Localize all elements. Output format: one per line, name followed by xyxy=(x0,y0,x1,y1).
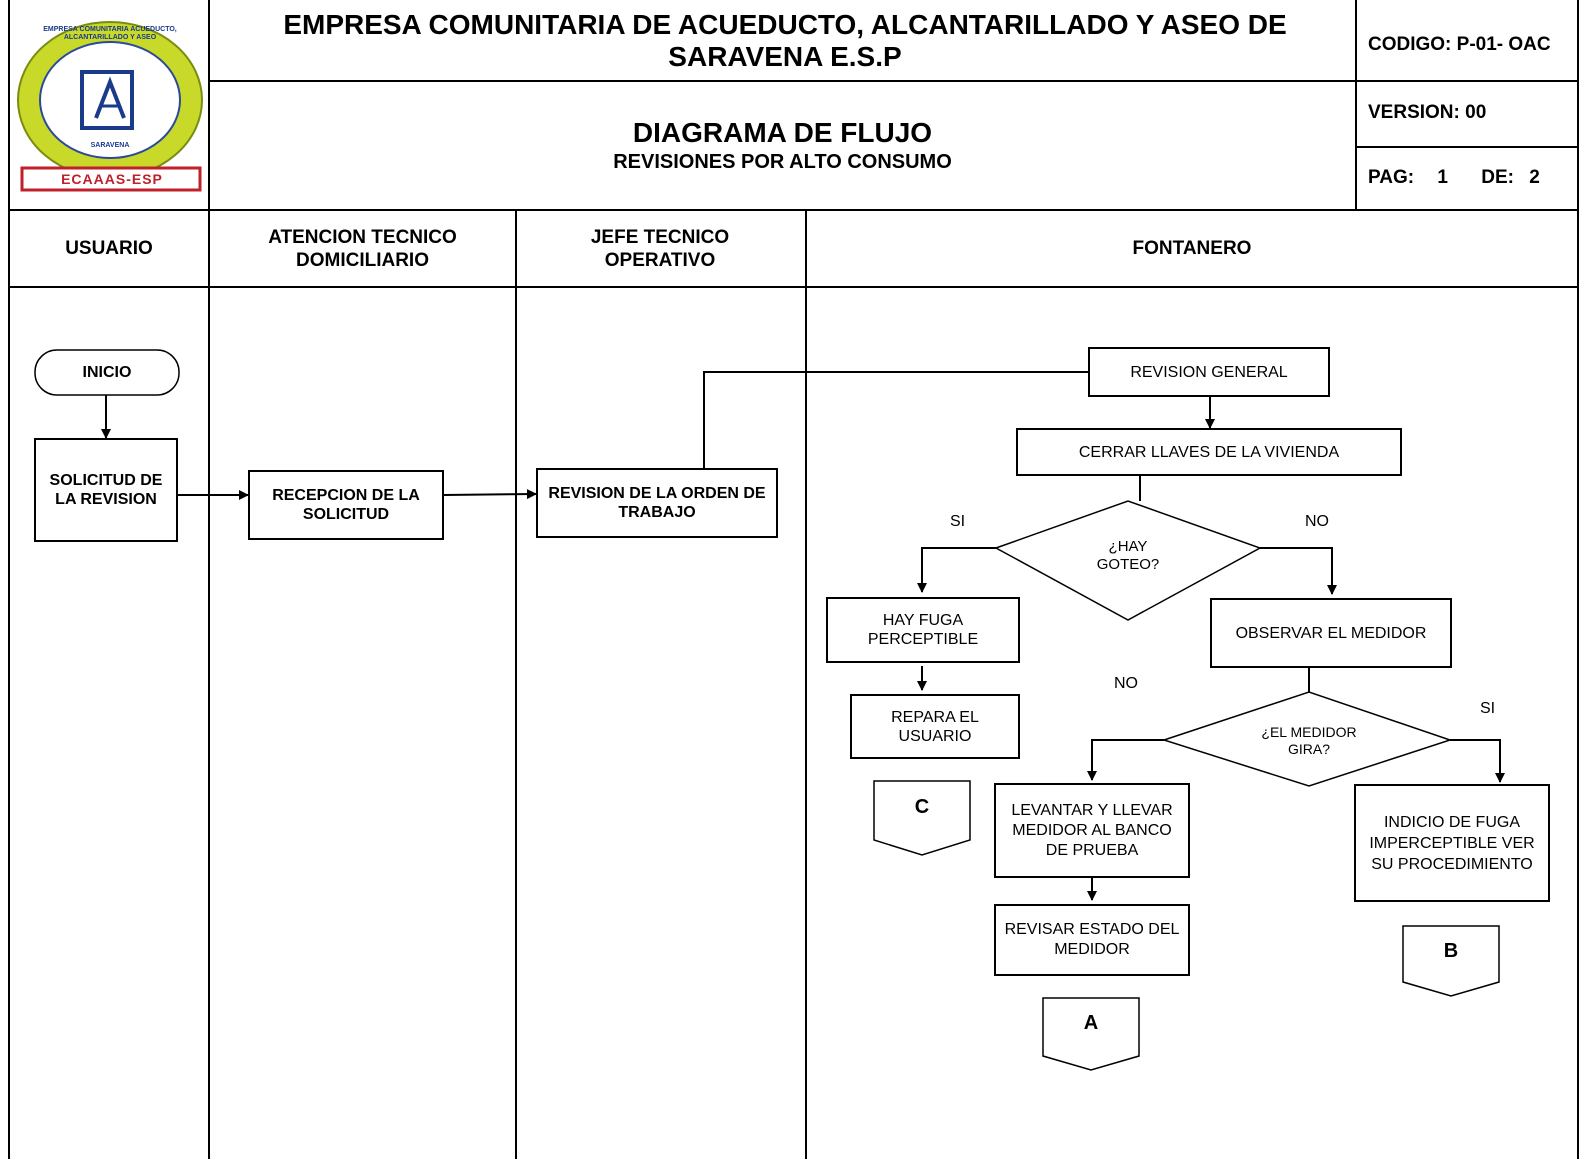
document-title-block: DIAGRAMA DE FLUJO REVISIONES POR ALTO CO… xyxy=(209,110,1356,180)
company-name: EMPRESA COMUNITARIA DE ACUEDUCTO, ALCANT… xyxy=(283,9,1287,72)
lane-header-jefe: JEFE TECNICO OPERATIVO xyxy=(590,226,730,271)
edge-gira-si xyxy=(1450,739,1505,783)
decision-medidor-gira-shape xyxy=(1161,691,1453,787)
decision-medidor-gira: ¿EL MEDIDOR GIRA? xyxy=(1261,724,1357,757)
logo-city: SARAVENA xyxy=(90,142,130,149)
edge-label-gira-no: NO xyxy=(1114,675,1138,692)
terminator-inicio-shape xyxy=(34,349,180,396)
node-levantar-medidor: LEVANTAR Y LLEVAR MEDIDOR AL BANCO DE PR… xyxy=(994,783,1190,878)
edge-label-gira-si: SI xyxy=(1480,700,1496,717)
off-page-connector-b-shape xyxy=(1402,925,1500,997)
version-label: VERSION: 00 xyxy=(1368,102,1487,123)
document-subtitle: REVISIONES POR ALTO CONSUMO xyxy=(613,151,952,173)
table-frame xyxy=(8,0,1579,1159)
edge-label-goteo-no: NO xyxy=(1305,513,1329,530)
node-hay-fuga-perceptible: HAY FUGA PERCEPTIBLE xyxy=(826,597,1020,663)
edge-recepcion-orden xyxy=(443,489,537,500)
logo-brand: ECAAAS-ESP xyxy=(61,171,163,187)
node-inicio: INICIO xyxy=(82,363,132,381)
node-observar-medidor: OBSERVAR EL MEDIDOR xyxy=(1210,598,1452,668)
connector-a-label: A xyxy=(1083,1012,1099,1034)
page-indicator: PAG: 1 DE: 2 xyxy=(1368,167,1568,189)
edge-gira-no xyxy=(1087,739,1164,781)
node-indicio-fuga: INDICIO DE FUGA IMPERCEPTIBLE VER SU PRO… xyxy=(1354,784,1550,902)
lane-header-usuario: USUARIO xyxy=(65,237,153,259)
pag-number: 1 xyxy=(1437,167,1448,188)
company-logo xyxy=(17,21,203,192)
edge-label-goteo-si: SI xyxy=(950,513,966,530)
edge-goteo-si xyxy=(917,547,996,593)
decision-hay-goteo: ¿HAY GOTEO? xyxy=(1096,538,1160,573)
pag-label: PAG: xyxy=(1368,167,1415,188)
node-repara-usuario: REPARA EL USUARIO xyxy=(850,694,1020,759)
node-revisar-estado: REVISAR ESTADO DEL MEDIDOR xyxy=(994,904,1190,976)
off-page-connector-c-shape xyxy=(873,780,971,856)
lane-header-atencion: ATENCION TECNICO DOMICILIARIO xyxy=(268,226,457,271)
lane-header-fontanero: FONTANERO xyxy=(1132,237,1252,259)
node-solicitud-revision: SOLICITUD DE LA REVISION xyxy=(34,438,178,542)
node-revision-orden-trabajo: REVISION DE LA ORDEN DE TRABAJO xyxy=(536,468,778,538)
edge-orden-revision-general xyxy=(703,371,1088,468)
edge-goteo-no xyxy=(1260,547,1337,595)
decision-hay-goteo-shape xyxy=(994,500,1262,621)
document-title: DIAGRAMA DE FLUJO xyxy=(632,117,933,148)
node-revision-general: REVISION GENERAL xyxy=(1088,347,1330,397)
flow-connectors xyxy=(101,371,1505,901)
node-cerrar-llaves: CERRAR LLAVES DE LA VIVIENDA xyxy=(1016,428,1402,476)
de-label: DE: xyxy=(1481,167,1514,188)
connector-c-label: C xyxy=(914,796,930,818)
codigo-label: CODIGO: P-01- OAC xyxy=(1368,34,1551,55)
logo-ring-text: EMPRESA COMUNITARIA ACUEDUCTO, ALCANTARI… xyxy=(43,26,177,41)
off-page-connector-a-shape xyxy=(1042,997,1140,1071)
node-recepcion-solicitud: RECEPCION DE LA SOLICITUD xyxy=(248,470,444,540)
connector-b-label: B xyxy=(1443,940,1459,962)
de-number: 2 xyxy=(1529,167,1540,188)
